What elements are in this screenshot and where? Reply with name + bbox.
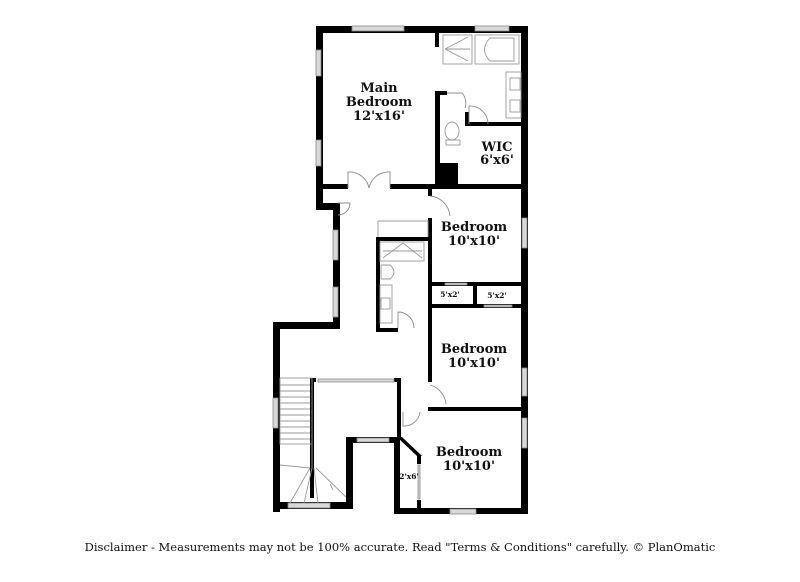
room-size-main-bedroom: 12'x16' xyxy=(353,109,405,124)
room-size-bedroom-4: 10'x10' xyxy=(443,459,495,474)
windows xyxy=(272,25,528,515)
bathtub-icon xyxy=(474,34,520,65)
room-size-bedroom-2: 10'x10' xyxy=(448,234,500,249)
stairs-icon xyxy=(279,377,347,504)
closet-label-a: 5'x2' xyxy=(440,290,460,299)
hall-shower-icon xyxy=(379,241,425,262)
closet-label-b: 5'x2' xyxy=(487,291,507,300)
double-door-icon xyxy=(347,171,370,189)
disclaimer-text: Disclaimer - Measurements may not be 100… xyxy=(84,540,716,554)
room-label-bedroom-2: Bedroom xyxy=(441,220,508,235)
room-label-main-bedroom: Main xyxy=(360,81,398,96)
room-label-wic: WIC xyxy=(480,140,512,155)
room-size-bedroom-3: 10'x10' xyxy=(448,356,500,371)
room-label-bedroom-3: Bedroom xyxy=(441,342,508,357)
vanity-icon xyxy=(505,71,522,119)
room-label-bedroom-4: Bedroom xyxy=(436,445,503,460)
hall-vanity-icon xyxy=(379,284,393,324)
room-label-main-bedroom-line2: Bedroom xyxy=(346,95,413,110)
closet-label-c: 2'x6' xyxy=(399,472,419,481)
toilet-icon xyxy=(444,121,460,141)
room-size-wic: 6'x6' xyxy=(480,153,514,168)
doors xyxy=(337,92,513,500)
hall-toilet-icon xyxy=(380,264,395,280)
fixtures xyxy=(279,34,522,504)
room-labels: Main Bedroom 12'x16' WIC 6'x6' Bedroom 1… xyxy=(346,81,514,481)
shower-icon xyxy=(442,34,473,65)
